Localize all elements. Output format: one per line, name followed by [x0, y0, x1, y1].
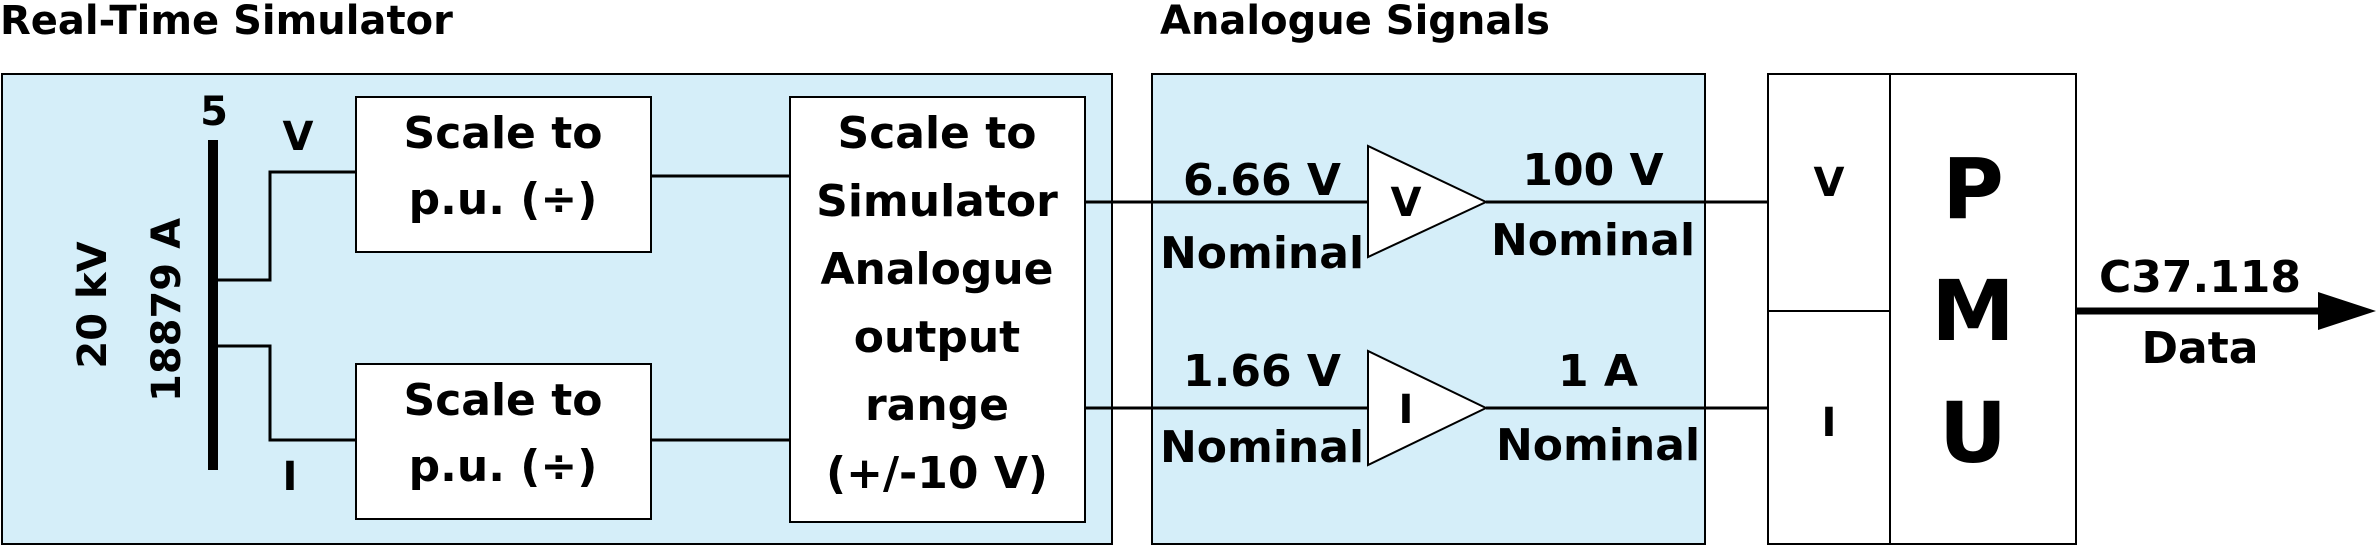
v-output-note: Nominal [1491, 215, 1695, 266]
scale-sim-line-3: Analogue [820, 244, 1053, 295]
pmu-letter-m: M [1931, 262, 2015, 360]
scale-sim-line-4: output [854, 312, 1020, 363]
scale-pu-i-line-1: Scale to [404, 375, 603, 426]
i-input-value: 1.66 V [1183, 346, 1341, 397]
scale-pu-v-box [355, 96, 652, 253]
bus-v-tap-label: V [283, 114, 314, 160]
scale-pu-v-line-1: Scale to [404, 108, 603, 159]
analogue-region [1151, 73, 1706, 545]
v-input-note: Nominal [1160, 228, 1364, 279]
v-tap-wire [218, 170, 356, 282]
scale-sim-line-1: Scale to [838, 108, 1037, 159]
pmu-i-input-label: I [1822, 400, 1837, 446]
i-tap-wire [218, 344, 356, 442]
i-output-note: Nominal [1496, 420, 1700, 471]
bus-number: 5 [200, 89, 228, 135]
scale-pu-i-box [355, 363, 652, 520]
scale-pu-v-line-2: p.u. (÷) [409, 174, 598, 225]
scale-sim-line-6: (+/-10 V) [826, 448, 1048, 499]
v-amplifier-label: V [1391, 180, 1422, 226]
analogue-header: Analogue Signals [1160, 0, 1550, 44]
i-output-value: 1 A [1558, 346, 1638, 397]
bus-voltage: 20 kV [70, 241, 116, 368]
v-amplifier-symbol [1367, 144, 1489, 259]
simulator-header: Real-Time Simulator [0, 0, 453, 44]
pmu-v-input-label: V [1814, 160, 1845, 206]
v-input-value: 6.66 V [1183, 155, 1341, 206]
i-amplifier-label: I [1399, 387, 1414, 433]
output-arrow-head [2318, 292, 2376, 330]
output-label-line-1: C37.118 [2099, 252, 2301, 303]
bus-current: 18879 A [144, 218, 190, 402]
bus-i-tap-label: I [283, 454, 298, 500]
scale-sim-box [789, 96, 1086, 523]
pmu-letter-u: U [1939, 384, 2007, 482]
scale-pu-i-line-2: p.u. (÷) [409, 441, 598, 492]
pmu-main-box [1889, 73, 2077, 545]
pmu-letter-p: P [1942, 140, 2004, 238]
i-input-note: Nominal [1160, 422, 1364, 473]
scale-sim-line-2: Simulator [816, 176, 1058, 227]
pmu-input-panel [1767, 73, 1891, 545]
i-amplifier-symbol [1367, 349, 1489, 467]
v-output-value: 100 V [1522, 145, 1663, 196]
output-label-line-2: Data [2142, 323, 2259, 374]
scale-sim-line-5: range [865, 380, 1009, 431]
